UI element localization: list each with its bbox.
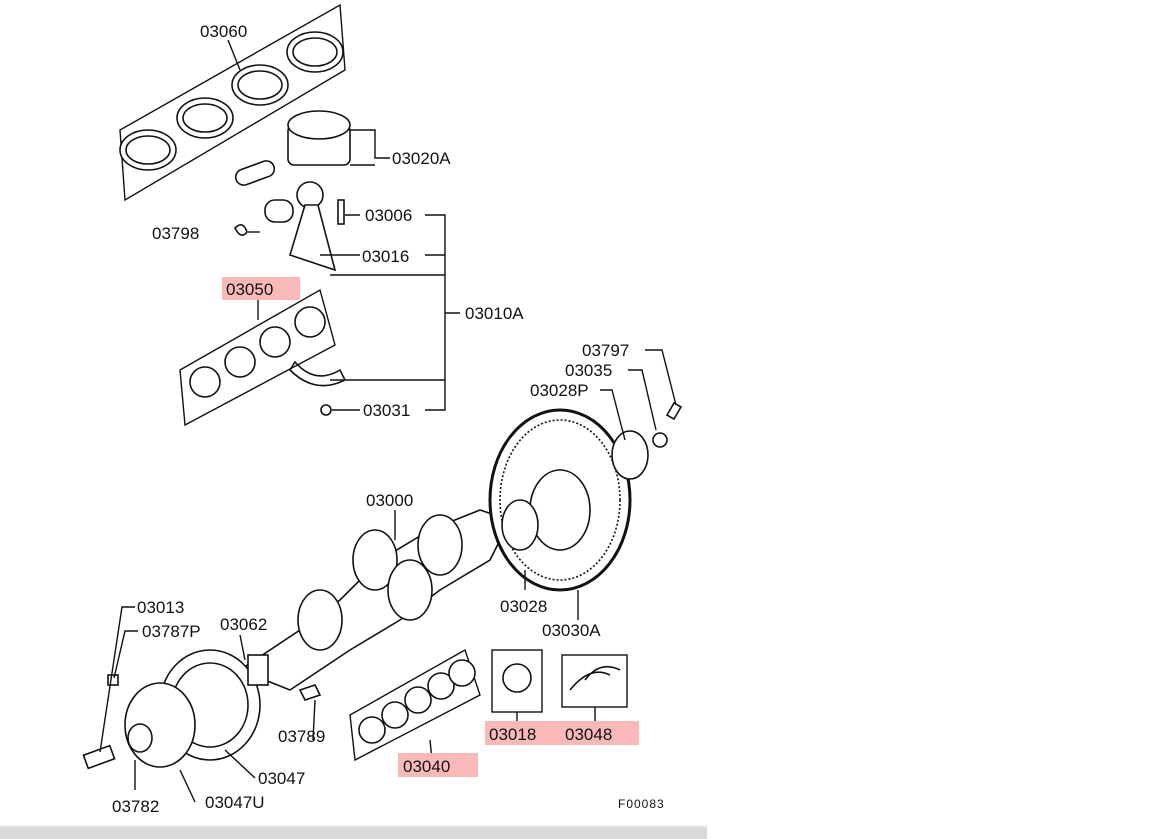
leader-lines [99,39,677,803]
label-03789: 03789 [278,727,325,746]
highlight-03040 [398,753,478,777]
label-03013: 03013 [137,598,184,617]
label-03797: 03797 [582,341,629,360]
label-03010A: 03010A [465,304,524,323]
highlight-03050 [222,277,300,300]
label-03060: 03060 [200,22,247,41]
label-03047U: 03047U [205,793,265,812]
label-03050[interactable]: 03050 [226,280,273,299]
label-03028: 03028 [500,597,547,616]
connecting-rod-illustration [234,181,347,416]
main-bearings-illustration [349,648,628,762]
label-03000: 03000 [366,491,413,510]
label-03062: 03062 [220,615,267,634]
rod-bearings-illustration [179,288,336,427]
highlight-03018-03048 [485,721,639,745]
label-03035: 03035 [565,361,612,380]
pulley-illustration [82,649,322,770]
label-03782: 03782 [112,797,159,816]
label-03787P: 03787P [142,622,201,641]
piston-rings-illustration [119,3,346,202]
label-03047: 03047 [258,769,305,788]
figure-code: F00083 [618,797,665,811]
label-03020A: 03020A [392,149,451,168]
label-03030A: 03030A [542,621,601,640]
label-03006: 03006 [365,206,412,225]
label-03048[interactable]: 03048 [565,725,612,744]
label-03016: 03016 [362,247,409,266]
label-03028P: 03028P [530,381,589,400]
horizontal-scrollbar[interactable] [0,825,707,839]
flywheel-illustration [488,401,683,592]
label-03031: 03031 [363,401,410,420]
crankshaft-illustration [238,509,512,691]
label-03798: 03798 [152,224,199,243]
label-03040[interactable]: 03040 [403,757,450,776]
piston-illustration [234,110,351,186]
label-03018[interactable]: 03018 [489,725,536,744]
